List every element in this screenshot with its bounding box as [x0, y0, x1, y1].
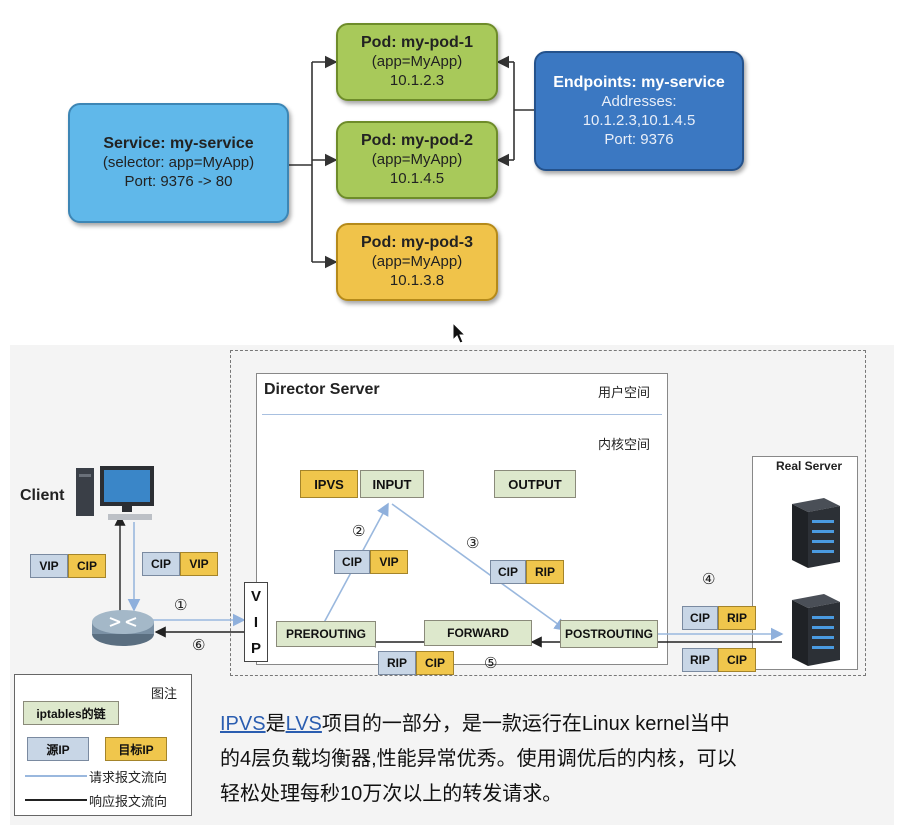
- tag-dst-rip: RIP: [526, 560, 564, 584]
- input-chain: INPUT: [360, 470, 424, 498]
- pod-title: Pod: my-pod-3: [361, 234, 473, 251]
- client-label: Client: [20, 487, 65, 504]
- tag-src-vip: VIP: [30, 554, 68, 578]
- server-icon: [792, 594, 840, 666]
- tag-dst-cip: CIP: [68, 554, 106, 578]
- step-1: ①: [174, 597, 188, 614]
- endpoints-port: Port: 9376: [604, 130, 674, 148]
- output-chain: OUTPUT: [494, 470, 576, 498]
- step-6: ⑥: [192, 637, 206, 654]
- description-line-2: 的4层负载均衡器,性能异常优秀。使用调优后的内核，可以: [220, 748, 737, 770]
- legend-dst: 目标IP: [105, 737, 167, 761]
- pod-2-node: Pod: my-pod-2 (app=MyApp) 10.1.4.5: [336, 121, 498, 199]
- ipvs-chain: IPVS: [300, 470, 358, 498]
- pod-3-node: Pod: my-pod-3 (app=MyApp) 10.1.3.8: [336, 223, 498, 301]
- tag-src-rip: RIP: [378, 651, 416, 675]
- tag-src-cip: CIP: [142, 552, 180, 576]
- tag-dst-rip: RIP: [718, 606, 756, 630]
- pod-label: (app=MyApp): [371, 253, 463, 270]
- pod-label: (app=MyApp): [371, 53, 463, 70]
- legend-request-arrow: [25, 775, 87, 777]
- computer-icon: [76, 466, 154, 520]
- space-divider: [262, 414, 662, 415]
- legend-chain: iptables的链: [23, 701, 119, 725]
- vip-letter: P: [250, 639, 261, 657]
- service-node: Service: my-service (selector: app=MyApp…: [68, 103, 289, 223]
- legend-response-label: 响应报文流向: [89, 794, 168, 809]
- router-icon: [92, 610, 154, 646]
- tag-src-cip: CIP: [334, 550, 370, 574]
- prerouting-chain: PREROUTING: [276, 621, 376, 647]
- director-title: Director Server: [264, 381, 380, 398]
- step-2: ②: [352, 523, 366, 540]
- pod-1-node: Pod: my-pod-1 (app=MyApp) 10.1.2.3: [336, 23, 498, 101]
- ipvs-link[interactable]: IPVS: [220, 713, 266, 735]
- legend-response-arrow: [25, 799, 87, 801]
- pod-ip: 10.1.4.5: [389, 170, 445, 187]
- step-3: ③: [466, 535, 480, 552]
- director-dashed-box: [230, 350, 866, 676]
- vip-letter: V: [250, 587, 261, 605]
- kernel-space-label: 内核空间: [598, 437, 651, 452]
- description-text: 项目的一部分，是一款运行在Linux kernel当中: [321, 713, 730, 735]
- tag-src-cip: CIP: [490, 560, 526, 584]
- tag-dst-cip: CIP: [718, 648, 756, 672]
- description-line-1: IPVS是LVS项目的一部分，是一款运行在Linux kernel当中: [220, 709, 730, 739]
- tag-src-rip: RIP: [682, 648, 718, 672]
- description-text: 是: [265, 713, 286, 735]
- legend-title: 图注: [151, 686, 178, 701]
- tag-dst-vip: VIP: [370, 550, 408, 574]
- tag-dst-vip: VIP: [180, 552, 218, 576]
- endpoints-node: Endpoints: my-service Addresses: 10.1.2.…: [534, 51, 744, 171]
- vip-interface: V I P: [244, 582, 268, 662]
- service-selector: (selector: app=MyApp): [102, 154, 255, 171]
- pod-title: Pod: my-pod-1: [361, 34, 473, 51]
- pod-ip: 10.1.2.3: [389, 72, 445, 89]
- pod-label: (app=MyApp): [371, 151, 463, 168]
- lvs-link[interactable]: LVS: [285, 713, 322, 735]
- endpoints-title: Endpoints: my-service: [553, 73, 725, 91]
- vip-letter: I: [253, 613, 259, 631]
- pod-ip: 10.1.3.8: [389, 272, 445, 289]
- endpoints-addresses: 10.1.2.3,10.1.4.5: [582, 111, 696, 129]
- legend-box: 图注 iptables的链 源IP 目标IP 请求报文流向 响应报文流向: [14, 674, 192, 816]
- pod-title: Pod: my-pod-2: [361, 132, 473, 149]
- step-5: ⑤: [484, 655, 498, 672]
- step-4: ④: [702, 571, 716, 588]
- user-space-label: 用户空间: [598, 385, 651, 400]
- forward-chain: FORWARD: [424, 620, 532, 646]
- service-port: Port: 9376 -> 80: [124, 173, 233, 190]
- server-icon: [792, 498, 840, 568]
- description-line-3: 轻松处理每秒10万次以上的转发请求。: [220, 783, 563, 805]
- mouse-cursor-icon: [452, 322, 466, 344]
- endpoints-addresses-label: Addresses:: [601, 92, 677, 110]
- service-title: Service: my-service: [103, 135, 254, 152]
- tag-src-cip: CIP: [682, 606, 718, 630]
- legend-request-label: 请求报文流向: [89, 770, 168, 785]
- legend-src: 源IP: [27, 737, 89, 761]
- real-server-label: Real Server: [776, 459, 843, 473]
- tag-dst-cip: CIP: [416, 651, 454, 675]
- top-connectors: [289, 55, 534, 269]
- director-server-box: [256, 373, 668, 665]
- postrouting-chain: POSTROUTING: [560, 620, 658, 648]
